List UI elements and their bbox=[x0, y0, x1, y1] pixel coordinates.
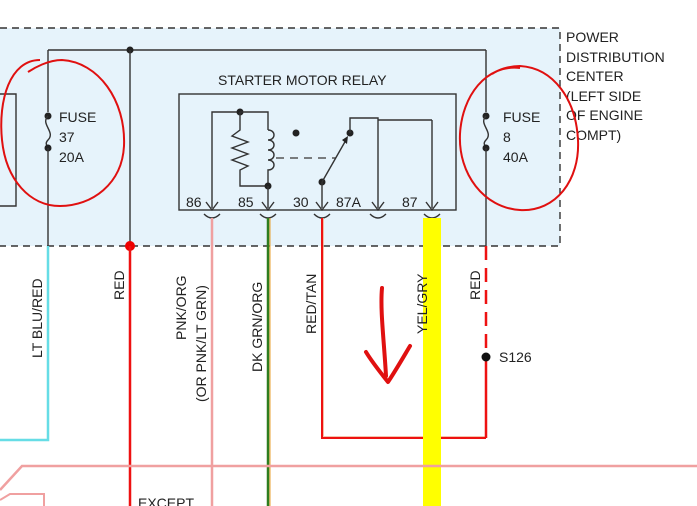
wire-label-red-right: RED bbox=[467, 270, 483, 300]
pdc-label-5: OF ENGINE bbox=[566, 107, 643, 123]
annotation-circle-fuse8 bbox=[458, 64, 580, 212]
fuse37-label: FUSE bbox=[59, 109, 96, 125]
connector-87a bbox=[369, 213, 387, 219]
pin-label-87: 87 bbox=[402, 194, 418, 210]
pin-label-30: 30 bbox=[293, 194, 309, 210]
splice-label: S126 bbox=[499, 349, 532, 365]
annotation-arrow-shaft bbox=[379, 286, 388, 378]
pin-arrow-86 bbox=[205, 201, 219, 212]
relay-title: STARTER MOTOR RELAY bbox=[218, 72, 387, 88]
pin-label-87a: 87A bbox=[336, 194, 362, 210]
relay-box bbox=[178, 93, 457, 211]
wire-label-dk-grn-org: DK GRN/ORG bbox=[249, 282, 265, 372]
pin-label-86: 86 bbox=[186, 194, 202, 210]
pin-arrow-87a bbox=[371, 201, 385, 212]
wire-red-tan-tracer bbox=[323, 218, 486, 437]
pdc-label-4: (LEFT SIDE bbox=[566, 88, 641, 104]
wire-label-lt-blu-red: LT BLU/RED bbox=[29, 278, 45, 358]
pdc-label-1: POWER bbox=[566, 29, 619, 45]
coil-top-wire bbox=[240, 111, 269, 130]
wire-label-pnk-org-alt: (OR PNK/LT GRN) bbox=[193, 285, 209, 402]
switch-arm bbox=[321, 139, 347, 183]
resistor bbox=[230, 112, 268, 187]
pin-label-85: 85 bbox=[238, 194, 254, 210]
switch-nc-contact bbox=[292, 129, 300, 137]
splice-s126-node bbox=[481, 352, 491, 362]
pin-arrow-85 bbox=[261, 201, 275, 212]
annotation-circle-fuse37 bbox=[0, 58, 126, 208]
switch-arm-arrow bbox=[342, 136, 348, 144]
wire-pink-bottom bbox=[0, 464, 697, 491]
wire-label-red-left: RED bbox=[111, 270, 127, 300]
coil-winding bbox=[267, 129, 275, 186]
fuse37-rating: 20A bbox=[59, 149, 85, 165]
pin-arrow-30 bbox=[315, 201, 329, 212]
bottom-except-label: EXCEPT bbox=[138, 495, 194, 506]
wire-yel-gry bbox=[423, 218, 441, 506]
fuse8-label: FUSE bbox=[503, 109, 540, 125]
fuse8-rating: 40A bbox=[503, 149, 529, 165]
pdc-label-2: DISTRIBUTION bbox=[566, 49, 665, 65]
pdc-label-6: COMPT) bbox=[566, 127, 621, 143]
fuse8-number: 8 bbox=[503, 129, 511, 145]
pdc-box-border bbox=[0, 27, 561, 247]
left-partial-box bbox=[0, 93, 17, 207]
annotation-arrow-head bbox=[364, 344, 412, 384]
wire-pink-bottom-2 bbox=[0, 493, 45, 506]
wire-label-yel-gry: YEL/GRY bbox=[414, 273, 430, 334]
wire-red-tan bbox=[321, 218, 486, 439]
coil-left-wire bbox=[211, 111, 240, 208]
pin-arrow-87 bbox=[425, 201, 439, 212]
pdc-box bbox=[0, 28, 560, 246]
wire-label-pnk-org: PNK/ORG bbox=[173, 275, 189, 340]
fuse37-number: 37 bbox=[59, 129, 75, 145]
wire-lt-blu-red bbox=[0, 246, 50, 442]
pdc-label-3: CENTER bbox=[566, 68, 624, 84]
wire-label-red-tan: RED/TAN bbox=[303, 274, 319, 334]
switch-87-wire bbox=[349, 117, 379, 208]
